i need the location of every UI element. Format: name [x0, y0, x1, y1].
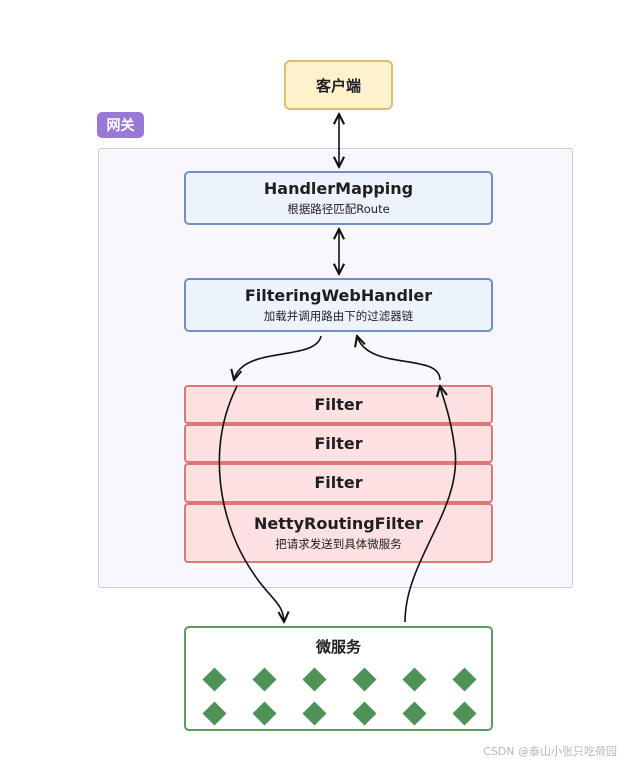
handler-mapping-title: HandlerMapping	[263, 179, 414, 198]
client-label: 客户端	[315, 76, 361, 95]
request-to-service-arrow	[218, 385, 284, 622]
netty-routing-filter-title: NettyRoutingFilter	[254, 514, 423, 533]
filter-1-title: Filter	[314, 394, 363, 414]
response-from-service-arrow	[404, 386, 457, 623]
handler-mapping-subtitle: 根据路径匹配Route	[287, 202, 390, 216]
filtering-web-handler-node: FilteringWebHandler 加载并调用路由下的过滤器链	[184, 278, 493, 332]
netty-routing-filter-node: NettyRoutingFilter 把请求发送到具体微服务	[184, 503, 493, 563]
microservices-node: 微服务	[184, 626, 493, 731]
handler-to-filters-arrow	[234, 335, 322, 380]
netty-routing-filter-subtitle: 把请求发送到具体微服务	[275, 537, 402, 551]
filter-2-title: Filter	[314, 433, 363, 453]
microservices-title: 微服务	[315, 638, 361, 656]
filtering-web-handler-subtitle: 加载并调用路由下的过滤器链	[263, 309, 414, 323]
filter-node-3: Filter	[184, 463, 493, 503]
filtering-web-handler-title: FilteringWebHandler	[244, 286, 433, 305]
gateway-label: 网关	[97, 112, 144, 138]
client-node: 客户端	[284, 60, 393, 110]
filters-back-to-handler-arrow	[357, 336, 441, 381]
filter-3-title: Filter	[314, 473, 363, 492]
handler-mapping-node: HandlerMapping 根据路径匹配Route	[184, 171, 493, 225]
watermark: CSDN @泰山小张只吃荷园	[483, 745, 617, 758]
filter-node-2: Filter	[184, 424, 493, 463]
